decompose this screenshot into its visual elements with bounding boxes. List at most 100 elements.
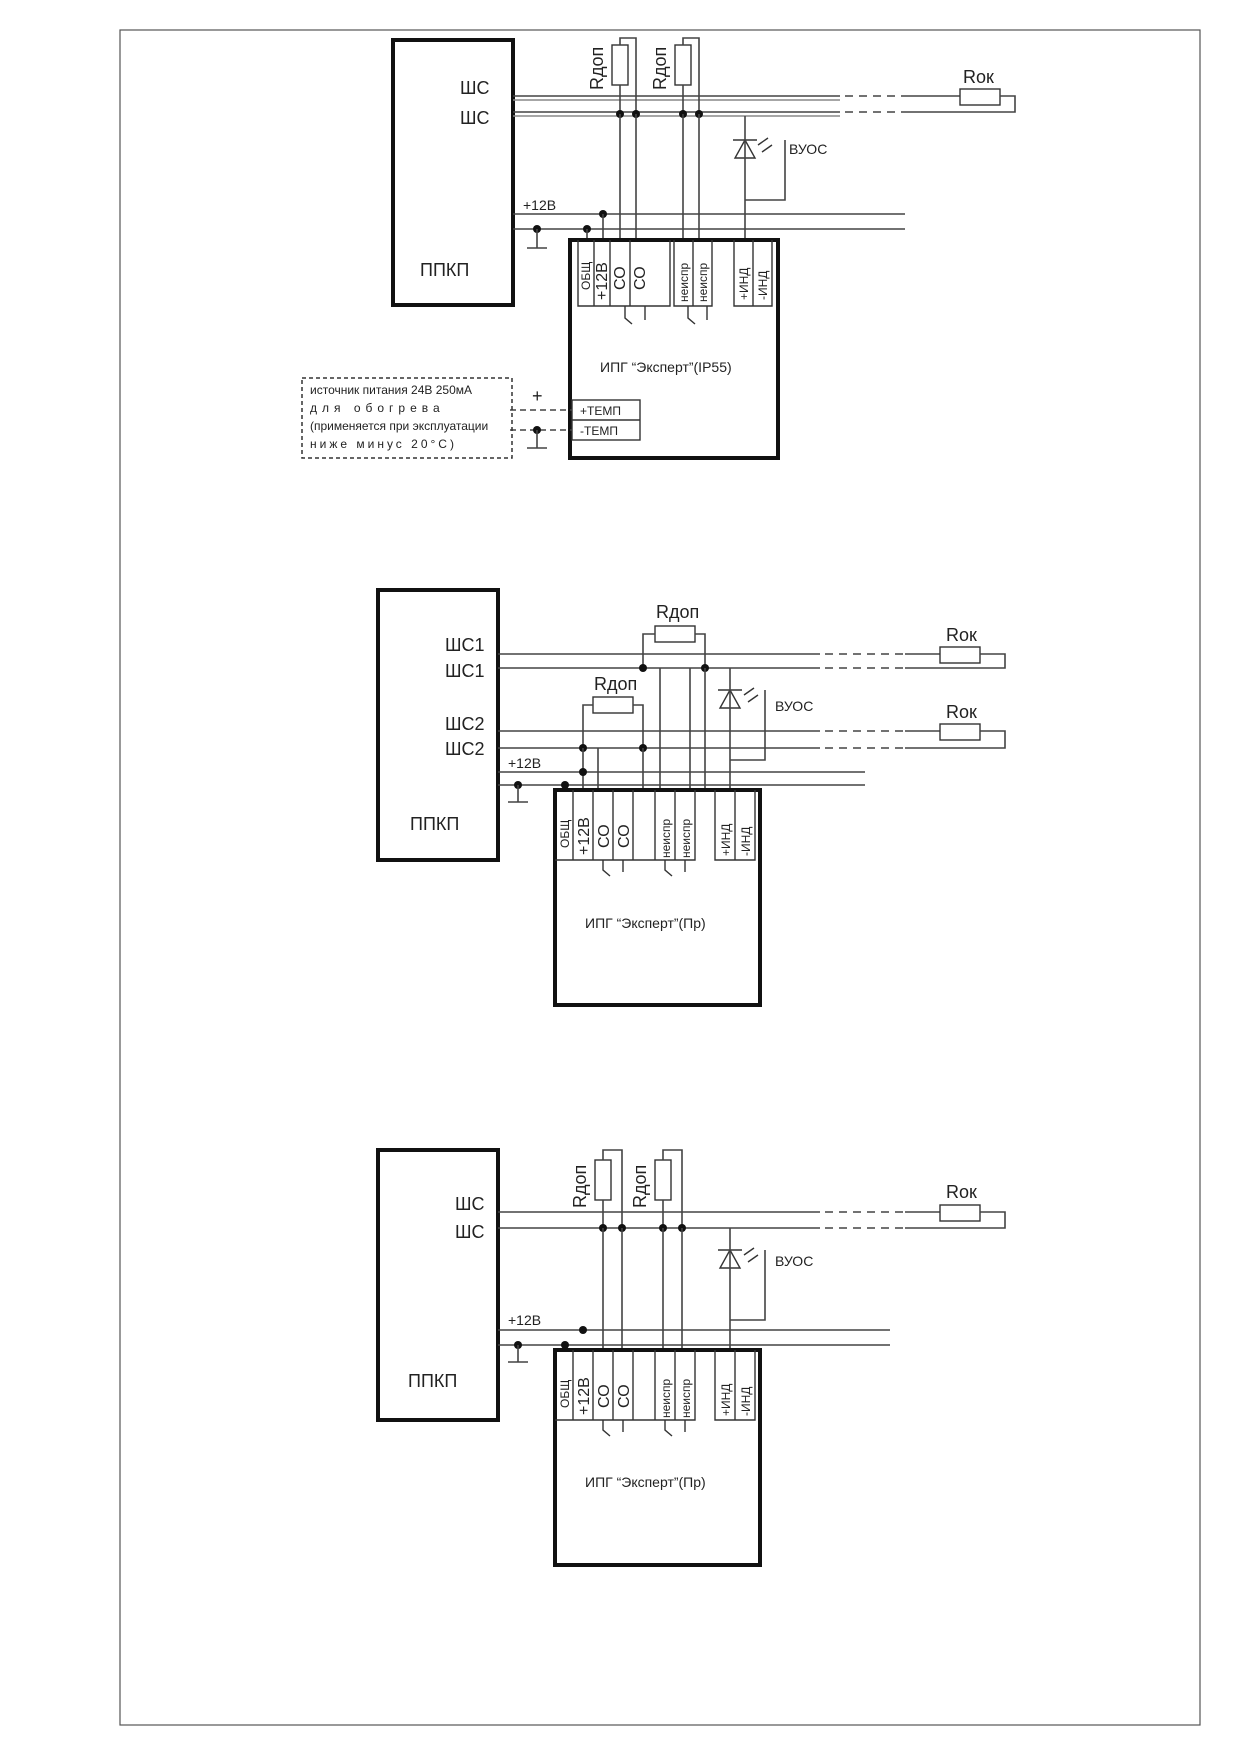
terminal-label: СО xyxy=(596,1384,613,1408)
loop-wire xyxy=(498,1211,820,1229)
loop-label: ШС xyxy=(460,108,490,128)
loop-label: ШС xyxy=(455,1194,485,1214)
end-resistor-label: Rок xyxy=(946,625,977,645)
heater-note-line: (применяется при эксплуатации xyxy=(310,419,488,433)
end-resistor-label: Rок xyxy=(946,1182,977,1202)
heater-note-line: ниже минус 20°С) xyxy=(310,437,457,451)
terminal-label: неиспр xyxy=(677,262,691,302)
heater-wire xyxy=(510,409,572,431)
loop-label: ШС xyxy=(455,1222,485,1242)
ground-icon xyxy=(527,229,547,249)
add-resistor xyxy=(674,44,692,86)
end-resistor xyxy=(939,723,981,741)
panel-label: ППКП xyxy=(420,260,469,280)
terminal-label: СО xyxy=(596,824,613,848)
junction-dot xyxy=(561,781,569,789)
terminal-label: неиспр xyxy=(659,818,673,858)
terminal-block xyxy=(555,1350,756,1421)
led-label: ВУОС xyxy=(775,1253,813,1269)
wire xyxy=(602,1228,683,1350)
panel-box xyxy=(391,38,515,307)
ground-icon xyxy=(508,785,528,803)
loop-wire xyxy=(905,1211,1006,1229)
panel-box xyxy=(376,1148,500,1422)
loop-wire xyxy=(905,730,1006,749)
terminal-label: +ИНД xyxy=(719,824,733,856)
led-ray-icon xyxy=(743,1247,759,1263)
ground-icon xyxy=(508,1345,528,1363)
terminal-label: +12В xyxy=(594,262,611,300)
diagram-3: ШС ШС ППКП Rок Rдоп Rдоп ВУОС +12В xyxy=(376,1148,1006,1567)
page-border xyxy=(119,29,1201,1726)
heater-note-line: для обогрева xyxy=(310,401,445,415)
device-label: ИПГ “Эксперт”(IP55) xyxy=(600,359,732,375)
terminal-label: -ИНД xyxy=(739,1387,753,1416)
junction-dot xyxy=(639,664,647,672)
terminal-label: неиспр xyxy=(696,262,710,302)
led-ray-icon xyxy=(757,137,773,153)
device-box xyxy=(553,1348,762,1567)
add-resistor xyxy=(594,1159,612,1201)
resistor-wire xyxy=(682,37,700,116)
add-resistor-label: Rдоп xyxy=(570,1165,590,1208)
led-wire xyxy=(729,668,766,790)
loop-label: ШС xyxy=(460,78,490,98)
loop-label: ШС2 xyxy=(445,739,485,759)
terminal-label: СО xyxy=(612,266,629,290)
temp-terminal-label: -ТЕМП xyxy=(580,424,618,438)
supply-label: +12В xyxy=(508,755,541,771)
wire xyxy=(619,114,700,240)
add-resistor-label: Rдоп xyxy=(656,602,699,622)
terminal-label: СО xyxy=(632,266,649,290)
loop-label: ШС1 xyxy=(445,661,485,681)
terminal-block xyxy=(555,790,756,861)
terminal-label: неиспр xyxy=(659,1378,673,1418)
panel-label: ППКП xyxy=(408,1371,457,1391)
supply-wire xyxy=(498,771,865,786)
ground-icon xyxy=(527,430,547,449)
end-resistor-label: Rок xyxy=(946,702,977,722)
led-label: ВУОС xyxy=(789,141,827,157)
led-wire xyxy=(744,116,786,240)
heater-note-box xyxy=(301,377,513,459)
loop-wire-dashed xyxy=(825,653,905,669)
terminal-label: +12В xyxy=(576,1377,593,1415)
terminal-label: СО xyxy=(616,824,633,848)
terminal-label: -ИНД xyxy=(756,271,770,300)
terminal-label: ОБЩ xyxy=(558,1380,572,1408)
terminal-label: -ИНД xyxy=(739,827,753,856)
loop-label: ШС1 xyxy=(445,635,485,655)
loop-wire xyxy=(498,653,820,669)
device-label: ИПГ “Эксперт”(Пр) xyxy=(585,1474,706,1490)
loop-wire-dashed xyxy=(825,730,905,749)
add-resistor xyxy=(592,696,634,714)
terminal-label: +12В xyxy=(576,817,593,855)
terminal-label: СО xyxy=(616,1384,633,1408)
device-box xyxy=(553,788,762,1007)
end-resistor xyxy=(939,646,981,664)
end-resistor xyxy=(939,1204,981,1222)
resistor-wire xyxy=(642,633,706,668)
loop-label: ШС2 xyxy=(445,714,485,734)
add-resistor-label: Rдоп xyxy=(594,674,637,694)
led-wire xyxy=(729,1228,766,1350)
add-resistor-label: Rдоп xyxy=(630,1165,650,1208)
terminal-label: ОБЩ xyxy=(579,262,593,290)
add-resistor-label: Rдоп xyxy=(587,47,607,90)
terminal-block xyxy=(577,240,773,307)
led-label: ВУОС xyxy=(775,698,813,714)
relay-contact-icon xyxy=(602,860,686,877)
device-label: ИПГ “Эксперт”(Пр) xyxy=(585,915,706,931)
junction-dot xyxy=(579,768,587,776)
terminal-label: неиспр xyxy=(679,818,693,858)
add-resistor xyxy=(654,1159,672,1201)
supply-label: +12В xyxy=(508,1312,541,1328)
panel-box xyxy=(376,588,500,862)
loop-wire-dashed xyxy=(845,95,905,113)
led-ray-icon xyxy=(743,687,759,703)
diagram-1: ШС ШС ППКП Rок Rдоп Rдоп ВУОС xyxy=(301,37,1016,460)
panel-label: ППКП xyxy=(410,814,459,834)
resistor-wire xyxy=(602,1149,623,1228)
relay-contact-icon xyxy=(602,1420,686,1437)
